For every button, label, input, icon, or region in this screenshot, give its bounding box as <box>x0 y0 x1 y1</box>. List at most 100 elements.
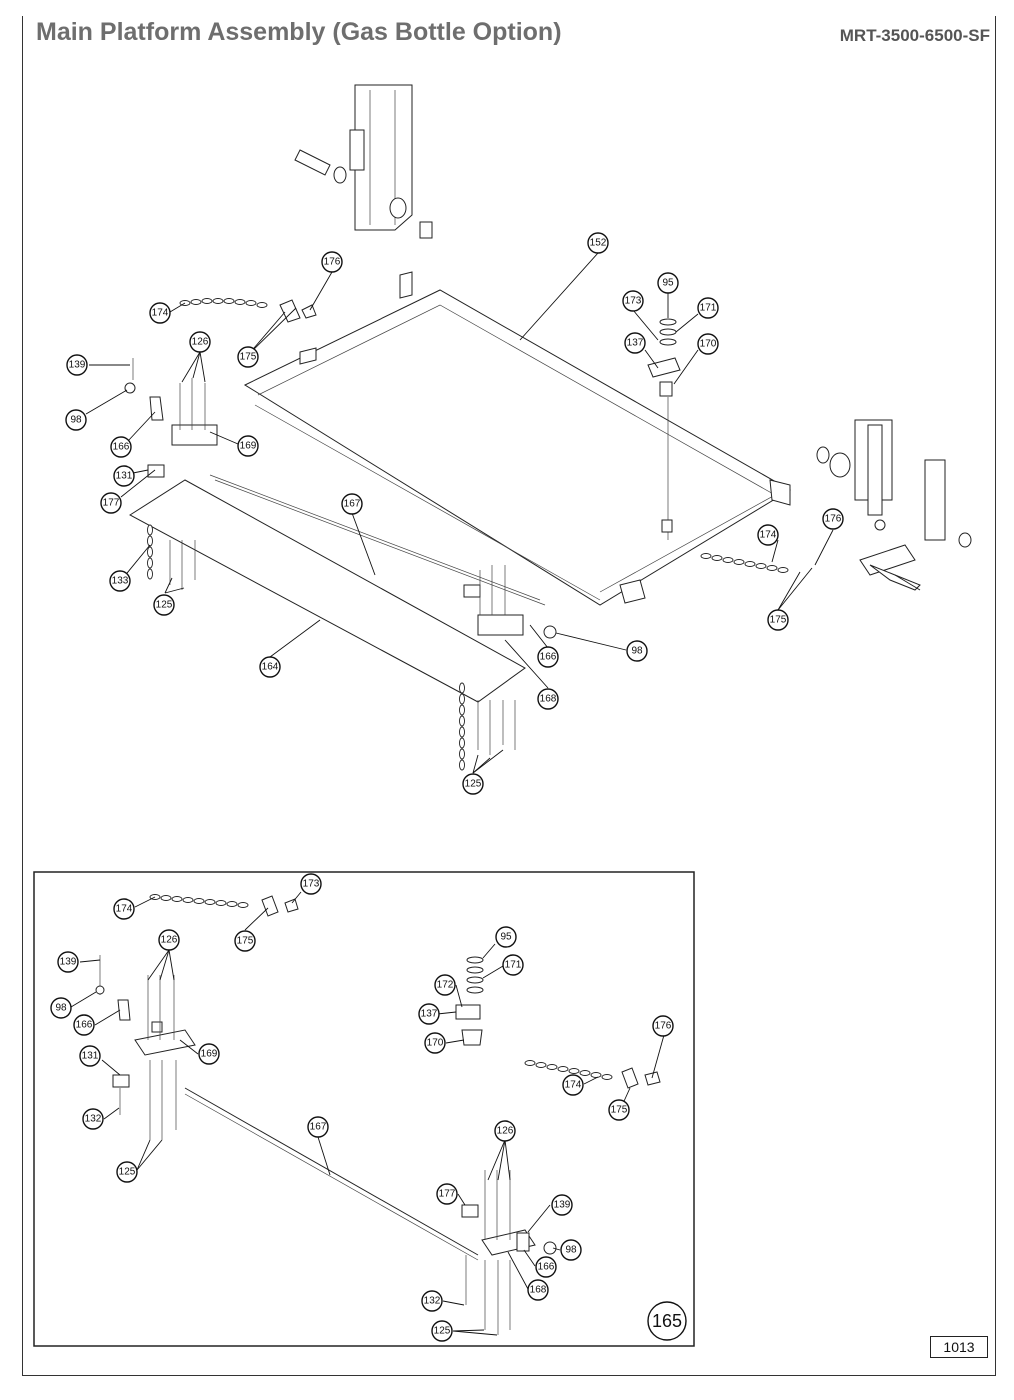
inset-callout-132-left[interactable]: 132 <box>82 1108 104 1130</box>
callout-174-upper-left[interactable]: 174 <box>149 302 171 324</box>
hinge-block-right <box>477 614 524 636</box>
callout-164[interactable]: 164 <box>259 656 281 678</box>
inset-callout-126-left[interactable]: 126 <box>158 929 180 951</box>
svg-text:175: 175 <box>240 352 257 363</box>
svg-text:167: 167 <box>344 499 361 510</box>
callout-169[interactable]: 169 <box>237 435 259 457</box>
inset-callout-131[interactable]: 131 <box>79 1045 101 1067</box>
inset-callout-171[interactable]: 171 <box>502 954 524 976</box>
callout-98-right[interactable]: 98 <box>626 640 648 662</box>
callout-177[interactable]: 177 <box>100 492 122 514</box>
svg-text:174: 174 <box>565 1080 582 1091</box>
svg-text:177: 177 <box>103 498 120 509</box>
inset-callout-166-right[interactable]: 166 <box>535 1256 557 1278</box>
inset-callout-98-left[interactable]: 98 <box>50 997 72 1019</box>
svg-text:173: 173 <box>625 296 642 307</box>
callout-133[interactable]: 133 <box>109 570 131 592</box>
svg-text:125: 125 <box>156 600 173 611</box>
svg-text:174: 174 <box>116 904 133 915</box>
inset-callout-95[interactable]: 95 <box>495 926 517 948</box>
svg-text:131: 131 <box>116 471 133 482</box>
inset-callout-166-left[interactable]: 166 <box>73 1014 95 1036</box>
inset-callout-125-right[interactable]: 125 <box>431 1320 453 1342</box>
svg-text:98: 98 <box>565 1245 577 1256</box>
svg-text:126: 126 <box>192 337 209 348</box>
svg-text:126: 126 <box>497 1126 514 1137</box>
callout-167[interactable]: 167 <box>341 493 363 515</box>
inset-callout-174-right[interactable]: 174 <box>562 1074 584 1096</box>
callout-98-left[interactable]: 98 <box>65 409 87 431</box>
inset-callout-168[interactable]: 168 <box>527 1279 549 1301</box>
svg-text:170: 170 <box>700 339 717 350</box>
svg-text:170: 170 <box>427 1038 444 1049</box>
callout-139[interactable]: 139 <box>66 354 88 376</box>
callout-166-left[interactable]: 166 <box>110 436 132 458</box>
inset-callout-170[interactable]: 170 <box>424 1032 446 1054</box>
callout-176-upper[interactable]: 176 <box>321 251 343 273</box>
inset-callout-177[interactable]: 177 <box>436 1183 458 1205</box>
inset-callout-126-right[interactable]: 126 <box>494 1120 516 1142</box>
callout-137[interactable]: 137 <box>624 332 646 354</box>
svg-text:139: 139 <box>69 360 86 371</box>
svg-text:164: 164 <box>262 662 279 673</box>
svg-text:175: 175 <box>611 1105 628 1116</box>
inset-callout-139-right[interactable]: 139 <box>551 1194 573 1216</box>
callout-95[interactable]: 95 <box>657 272 679 294</box>
callout-176-right[interactable]: 176 <box>822 508 844 530</box>
hinge-block-left <box>171 424 218 446</box>
inset-callout-175-right[interactable]: 175 <box>608 1099 630 1121</box>
callout-175-upper-left[interactable]: 175 <box>237 346 259 368</box>
inset-callout-174-upper[interactable]: 174 <box>113 898 135 920</box>
lower-platform <box>129 474 546 703</box>
nut-left <box>124 382 136 394</box>
inset-frame <box>33 871 695 1347</box>
main-view <box>124 84 972 771</box>
svg-text:165: 165 <box>652 1311 682 1331</box>
callout-168[interactable]: 168 <box>537 688 559 710</box>
callout-174-right[interactable]: 174 <box>757 524 779 546</box>
inset-callout-132-right[interactable]: 132 <box>421 1290 443 1312</box>
inset-rod <box>184 1087 479 1256</box>
inset-callout-173[interactable]: 173 <box>300 873 322 895</box>
inset-callout-172[interactable]: 172 <box>434 974 456 996</box>
svg-text:98: 98 <box>70 415 82 426</box>
callout-166-right[interactable]: 166 <box>537 646 559 668</box>
svg-text:131: 131 <box>82 1051 99 1062</box>
inset-callout-125-left[interactable]: 125 <box>116 1161 138 1183</box>
svg-text:171: 171 <box>700 303 717 314</box>
inset-callout-139-left[interactable]: 139 <box>57 951 79 973</box>
leader-lines <box>85 252 834 774</box>
bolts-bottom-left <box>169 540 196 590</box>
inset-callout-167[interactable]: 167 <box>307 1116 329 1138</box>
page-frame <box>22 16 996 1376</box>
chain-lower-left <box>147 524 153 580</box>
svg-text:166: 166 <box>113 442 130 453</box>
callout-126-left[interactable]: 126 <box>189 331 211 353</box>
inset-callout-175-upper[interactable]: 175 <box>234 930 256 952</box>
callout-131[interactable]: 131 <box>113 465 135 487</box>
bolts-top-left <box>179 378 206 430</box>
callout-152[interactable]: 152 <box>587 232 609 254</box>
svg-text:168: 168 <box>530 1285 547 1296</box>
inset-callout-137[interactable]: 137 <box>418 1003 440 1025</box>
chain-upper-right <box>700 553 789 573</box>
callout-173[interactable]: 173 <box>622 290 644 312</box>
callout-125-right[interactable]: 125 <box>462 773 484 795</box>
inset-leader-lines <box>70 891 665 1336</box>
svg-text:175: 175 <box>770 615 787 626</box>
callout-171[interactable]: 171 <box>697 297 719 319</box>
svg-text:171: 171 <box>505 960 522 971</box>
callout-125-left[interactable]: 125 <box>153 594 175 616</box>
inset-chain-upper <box>149 894 249 908</box>
inset-callout-176[interactable]: 176 <box>652 1015 674 1037</box>
callout-170[interactable]: 170 <box>697 333 719 355</box>
inset-callout-98-right[interactable]: 98 <box>560 1239 582 1261</box>
main-platform <box>243 271 791 606</box>
svg-text:125: 125 <box>434 1326 451 1337</box>
inset-callout-169[interactable]: 169 <box>198 1043 220 1065</box>
chain-lower-right <box>459 682 465 771</box>
spacer-stack <box>647 318 681 540</box>
svg-text:137: 137 <box>421 1009 438 1020</box>
callout-175-right[interactable]: 175 <box>767 609 789 631</box>
